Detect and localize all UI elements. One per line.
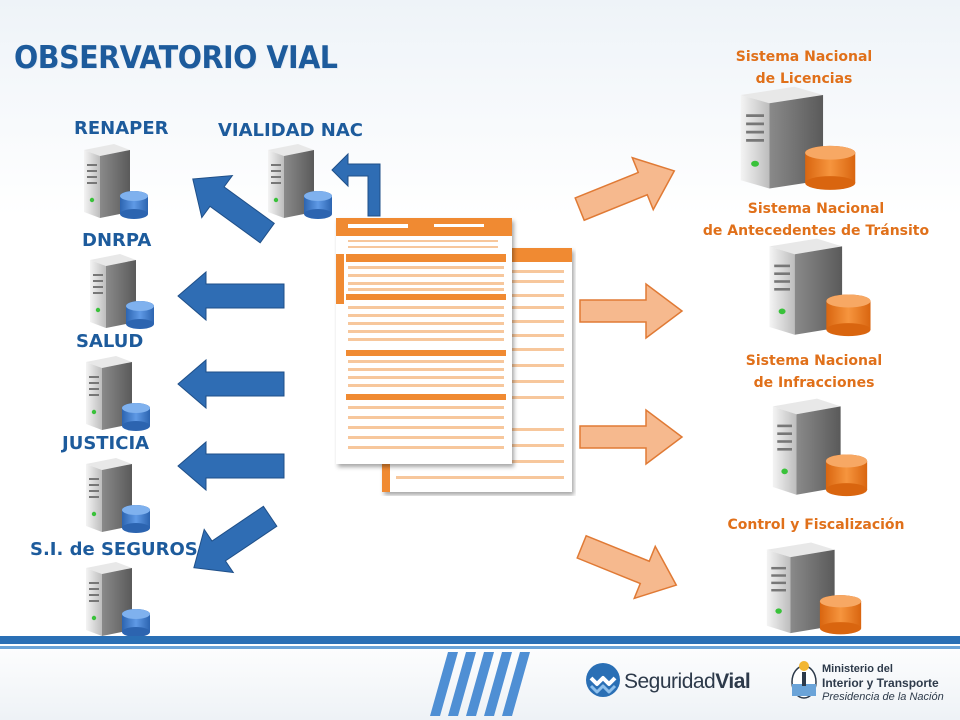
brand-suffix: Vial xyxy=(715,670,751,693)
server-database-icon xyxy=(78,142,154,222)
footer-stripe xyxy=(0,636,960,644)
server-database-icon xyxy=(764,396,876,500)
arrow-to-dnrpa xyxy=(176,270,286,322)
target-label-line: de Infracciones xyxy=(753,375,875,391)
ministry-line3: Presidencia de la Nación xyxy=(822,691,944,703)
target-label-line: de Licencias xyxy=(755,71,853,87)
arrow-to-infracciones xyxy=(578,408,684,466)
target-label-line: de Antecedentes de Tránsito xyxy=(702,223,930,239)
source-label-justicia: JUSTICIA xyxy=(62,433,150,454)
server-database-icon xyxy=(758,540,870,638)
arrow-to-renaper xyxy=(180,166,280,246)
source-label-vialidad: VIALIDAD NAC xyxy=(218,120,364,141)
target-label-line: Sistema Nacional xyxy=(735,49,873,65)
ministry-line1: Ministerio del xyxy=(822,663,893,675)
target-label-licencias: Sistema Nacional de Licencias xyxy=(724,46,884,90)
server-database-icon xyxy=(80,456,156,536)
source-label-renaper: RENAPER xyxy=(74,118,169,139)
source-label-seguros: S.I. de SEGUROS xyxy=(30,539,198,560)
page-title: OBSERVATORIO VIAL xyxy=(14,40,338,76)
arrow-to-seguros xyxy=(182,502,282,582)
arrow-to-justicia xyxy=(176,440,286,492)
server-database-icon xyxy=(80,354,156,434)
ministry-block: Ministerio del Interior y Transporte Pre… xyxy=(822,662,944,704)
target-label-infracciones: Sistema Nacional de Infracciones xyxy=(734,350,894,394)
footer-hatch-icon xyxy=(430,652,540,716)
brand-prefix: Seguridad xyxy=(624,670,716,693)
target-label-line: Sistema Nacional xyxy=(745,353,883,369)
server-database-icon xyxy=(262,142,338,222)
target-label-antecedentes: Sistema Nacional de Antecedentes de Trán… xyxy=(694,198,938,242)
server-database-icon xyxy=(730,84,866,194)
arrow-to-vialidad xyxy=(328,148,384,218)
form-document-icon xyxy=(334,214,576,496)
server-database-icon xyxy=(84,252,160,332)
seguridad-vial-logo xyxy=(584,660,622,700)
arrow-to-salud xyxy=(176,358,286,410)
source-label-dnrpa: DNRPA xyxy=(82,230,152,251)
server-database-icon xyxy=(760,236,880,340)
arrow-to-antecedentes xyxy=(578,282,684,340)
target-label-control: Control y Fiscalización xyxy=(727,517,905,533)
server-database-icon xyxy=(80,560,156,640)
footer-stripe xyxy=(0,646,960,649)
source-label-salud: SALUD xyxy=(76,331,144,352)
arrow-to-control xyxy=(574,526,684,606)
arrow-to-licencias xyxy=(572,150,682,230)
brand-name: SeguridadVial xyxy=(624,670,751,694)
target-label-line: Sistema Nacional xyxy=(747,201,885,217)
ministry-line2: Interior y Transporte xyxy=(822,676,939,690)
argentina-seal xyxy=(790,658,818,702)
